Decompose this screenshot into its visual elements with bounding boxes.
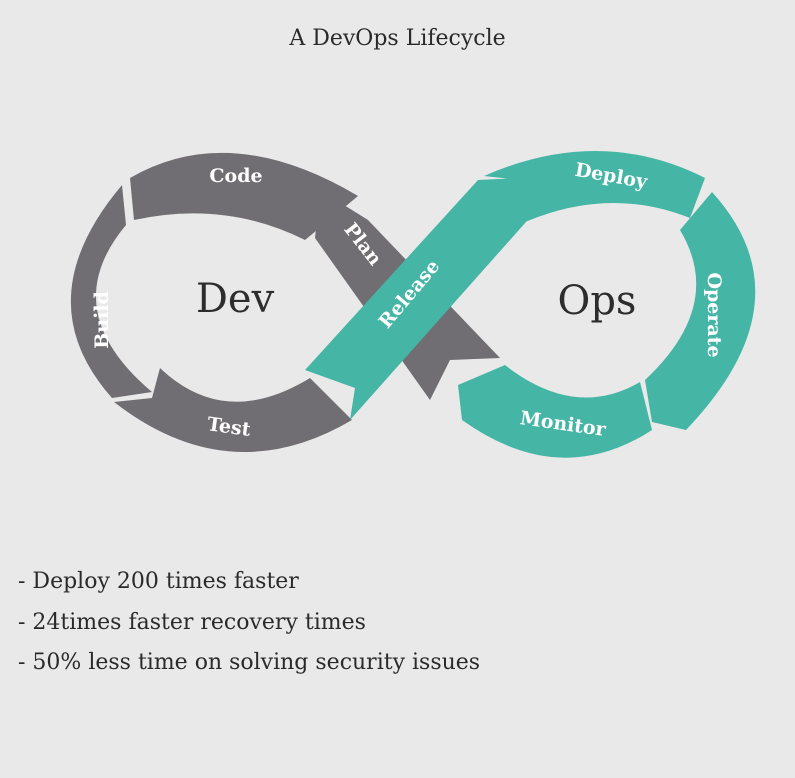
- ops-label: Ops: [558, 278, 637, 324]
- benefit-item: - 24times faster recovery times: [18, 609, 366, 635]
- page-title: A DevOps Lifecycle: [289, 26, 506, 51]
- operate-label: Operate: [703, 272, 725, 357]
- benefit-item: - Deploy 200 times faster: [18, 569, 299, 594]
- operate-segment: [645, 192, 756, 430]
- release-segment: [305, 178, 526, 420]
- benefits-list: - Deploy 200 times faster - 24times fast…: [18, 562, 480, 684]
- dev-label: Dev: [196, 276, 275, 322]
- devops-infinity-diagram: Code Build Test Plan Release Deploy Oper…: [70, 150, 756, 458]
- build-segment: [70, 185, 152, 398]
- deploy-segment: [484, 150, 705, 222]
- test-segment: [114, 368, 352, 452]
- code-segment: [130, 152, 358, 240]
- monitor-segment: [458, 365, 652, 458]
- benefit-item: - 50% less time on solving security issu…: [18, 650, 481, 675]
- code-label: Code: [209, 165, 262, 187]
- build-label: Build: [91, 291, 113, 349]
